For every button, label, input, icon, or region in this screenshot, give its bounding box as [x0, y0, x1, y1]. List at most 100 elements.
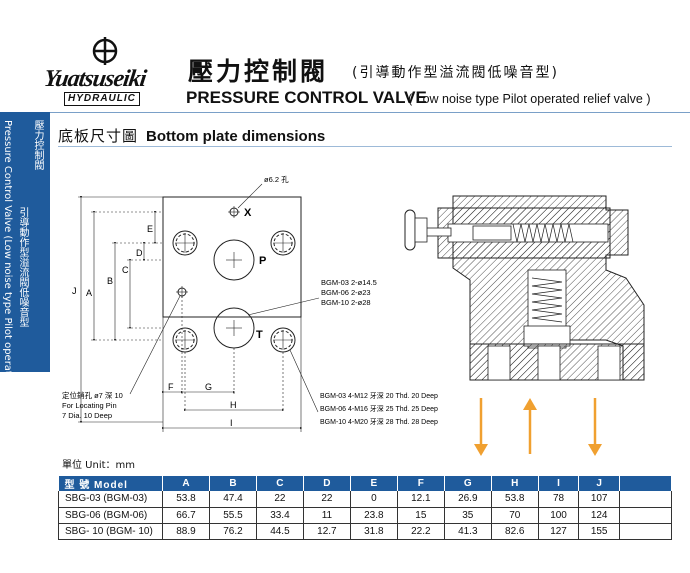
- port-label-t: T: [256, 329, 263, 341]
- brand-symbol-icon: [92, 37, 118, 65]
- vertical-dimensions: [78, 195, 163, 424]
- sidebar-tab: 壓力控制閥 引導動作型溢流閥低噪音型 Pressure Control Valv…: [0, 112, 50, 450]
- thread-specs: BGM-03 4-M12 牙深 20 Thd. 20 Deep BGM-06 4…: [320, 391, 438, 426]
- locating-pin-note: 定位銷孔 ø7 深 10 For Locating Pin 7 Dia. 10 …: [62, 390, 123, 420]
- table-cell: SBG-06 (BGM-06): [58, 507, 163, 524]
- brand-name: Yuatsuseiki: [42, 66, 148, 92]
- table-cell: 124: [578, 507, 620, 524]
- table-cell: 31.8: [350, 523, 398, 540]
- section-title-en: Bottom plate dimensions: [146, 128, 326, 145]
- hole-note: ø6.2 孔: [264, 175, 289, 184]
- thread-spec: BGM-03 4-M12 牙深 20 Thd. 20 Deep: [320, 391, 438, 400]
- table-header: 型 號 Model: [58, 476, 163, 491]
- section-divider: [58, 146, 672, 147]
- thread-spec: BGM-10 4-M20 牙深 28 Thd. 28 Deep: [320, 417, 438, 426]
- dimension-table: 型 號 Model A B C D E F G H I J SBG-03 (BG…: [58, 476, 672, 540]
- section-title-zh: 底板尺寸圖: [58, 127, 139, 145]
- table-cell: SBG- 10 (BGM- 10): [58, 523, 163, 540]
- table-cell: 53.8: [162, 491, 210, 508]
- table-cell: 155: [578, 523, 620, 540]
- table-header: J: [578, 476, 620, 491]
- flow-arrows: [474, 398, 602, 456]
- sidebar: 壓力控制閥 引導動作型溢流閥低噪音型 Pressure Control Valv…: [0, 112, 50, 573]
- bottom-plate: [162, 196, 302, 318]
- table-cell: 47.4: [209, 491, 257, 508]
- dim-label-a: A: [86, 288, 92, 298]
- locating-pin-text: For Locating Pin: [62, 401, 117, 410]
- locating-pin-text: 7 Dia. 10 Deep: [62, 411, 112, 420]
- table-header: I: [538, 476, 580, 491]
- table-cell: 55.5: [209, 507, 257, 524]
- brand-sub: HYDRAULIC: [64, 92, 140, 106]
- content-panel: [50, 112, 690, 573]
- table-cell: 107: [578, 491, 620, 508]
- port-label-x: X: [244, 207, 252, 219]
- table-cell-blank: [619, 491, 672, 508]
- table-cell: 26.9: [444, 491, 492, 508]
- section-title: 底板尺寸圖 Bottom plate dimensions: [58, 125, 325, 146]
- table-row: SBG-06 (BGM-06) 66.7 55.5 33.4 11 23.8 1…: [58, 507, 672, 524]
- dimension-drawing: X P T ø6.2 孔 J A B C D E F G H I: [62, 175, 645, 456]
- table-cell: 11: [303, 507, 351, 524]
- table-header: C: [256, 476, 304, 491]
- table-header: H: [491, 476, 539, 491]
- table-cell: 66.7: [162, 507, 210, 524]
- port-p-hole: [213, 239, 255, 281]
- table-cell: 22: [256, 491, 304, 508]
- table-cell: 100: [538, 507, 580, 524]
- page-title-zh: 壓力控制閥: [188, 57, 329, 86]
- table-header: D: [303, 476, 351, 491]
- dim-label-j: J: [72, 286, 77, 296]
- table-cell: 76.2: [209, 523, 257, 540]
- thread-spec: BGM-06 4-M16 牙深 25 Thd. 25 Deep: [320, 404, 438, 413]
- dim-label-e: E: [147, 224, 153, 234]
- table-cell: 0: [350, 491, 398, 508]
- port-dia-spec: BGM-10 2-ø28: [321, 298, 371, 307]
- page-title-en: PRESSURE CONTROL VALVE: [186, 88, 427, 107]
- table-cell: 44.5: [256, 523, 304, 540]
- table-cell: 78: [538, 491, 580, 508]
- sidebar-text-en: Pressure Control Valve (Low noise type P…: [2, 120, 13, 450]
- table-cell: 23.8: [350, 507, 398, 524]
- table-header: F: [397, 476, 445, 491]
- port-dia-spec: BGM-06 2-ø23: [321, 288, 371, 297]
- table-cell: 88.9: [162, 523, 210, 540]
- table-cell: 33.4: [256, 507, 304, 524]
- table-cell: 82.6: [491, 523, 539, 540]
- table-header-row: 型 號 Model A B C D E F G H I J: [58, 476, 672, 491]
- valve-cross-section: [404, 195, 645, 381]
- port-diameter-specs: BGM-03 2-ø14.5 BGM-06 2-ø23 BGM-10 2-ø28: [321, 278, 377, 307]
- table-cell: 53.8: [491, 491, 539, 508]
- table-row: SBG- 10 (BGM- 10) 88.9 76.2 44.5 12.7 31…: [58, 523, 672, 540]
- table-header: B: [209, 476, 257, 491]
- table-header: E: [350, 476, 398, 491]
- page-subtitle-zh: (引導動作型溢流閥低噪音型): [352, 65, 559, 81]
- table-header: G: [444, 476, 492, 491]
- sidebar-sub-zh: 引導動作型溢流閥低噪音型: [17, 207, 28, 327]
- table-row: SBG-03 (BGM-03) 53.8 47.4 22 22 0 12.1 2…: [58, 491, 672, 508]
- table-cell: 15: [397, 507, 445, 524]
- dim-label-c: C: [122, 265, 129, 275]
- table-cell: 35: [444, 507, 492, 524]
- brand-logo: Yuatsuseiki HYDRAULIC: [42, 36, 182, 106]
- thread-hole: [270, 230, 296, 256]
- table-header: A: [162, 476, 210, 491]
- table-cell: 22: [303, 491, 351, 508]
- locating-pin-text: 定位銷孔 ø7 深 10: [62, 390, 123, 400]
- page-subtitle-en: ( Low noise type Pilot operated relief v…: [408, 92, 651, 106]
- table-cell: 22.2: [397, 523, 445, 540]
- dim-label-f: F: [168, 382, 174, 392]
- table-cell: 70: [491, 507, 539, 524]
- unit-label: 單位 Unit：mm: [62, 460, 136, 471]
- port-dia-spec: BGM-03 2-ø14.5: [321, 278, 377, 287]
- dim-label-d: D: [136, 248, 143, 258]
- thread-hole: [270, 327, 296, 353]
- thread-hole: [172, 230, 198, 256]
- table-cell-blank: [619, 507, 672, 524]
- table-cell: 12.7: [303, 523, 351, 540]
- sidebar-title-zh: 壓力控制閥: [32, 120, 43, 170]
- dim-label-h: H: [230, 400, 237, 410]
- table-cell: 127: [538, 523, 580, 540]
- thread-hole: [172, 327, 198, 353]
- dim-label-g: G: [205, 382, 212, 392]
